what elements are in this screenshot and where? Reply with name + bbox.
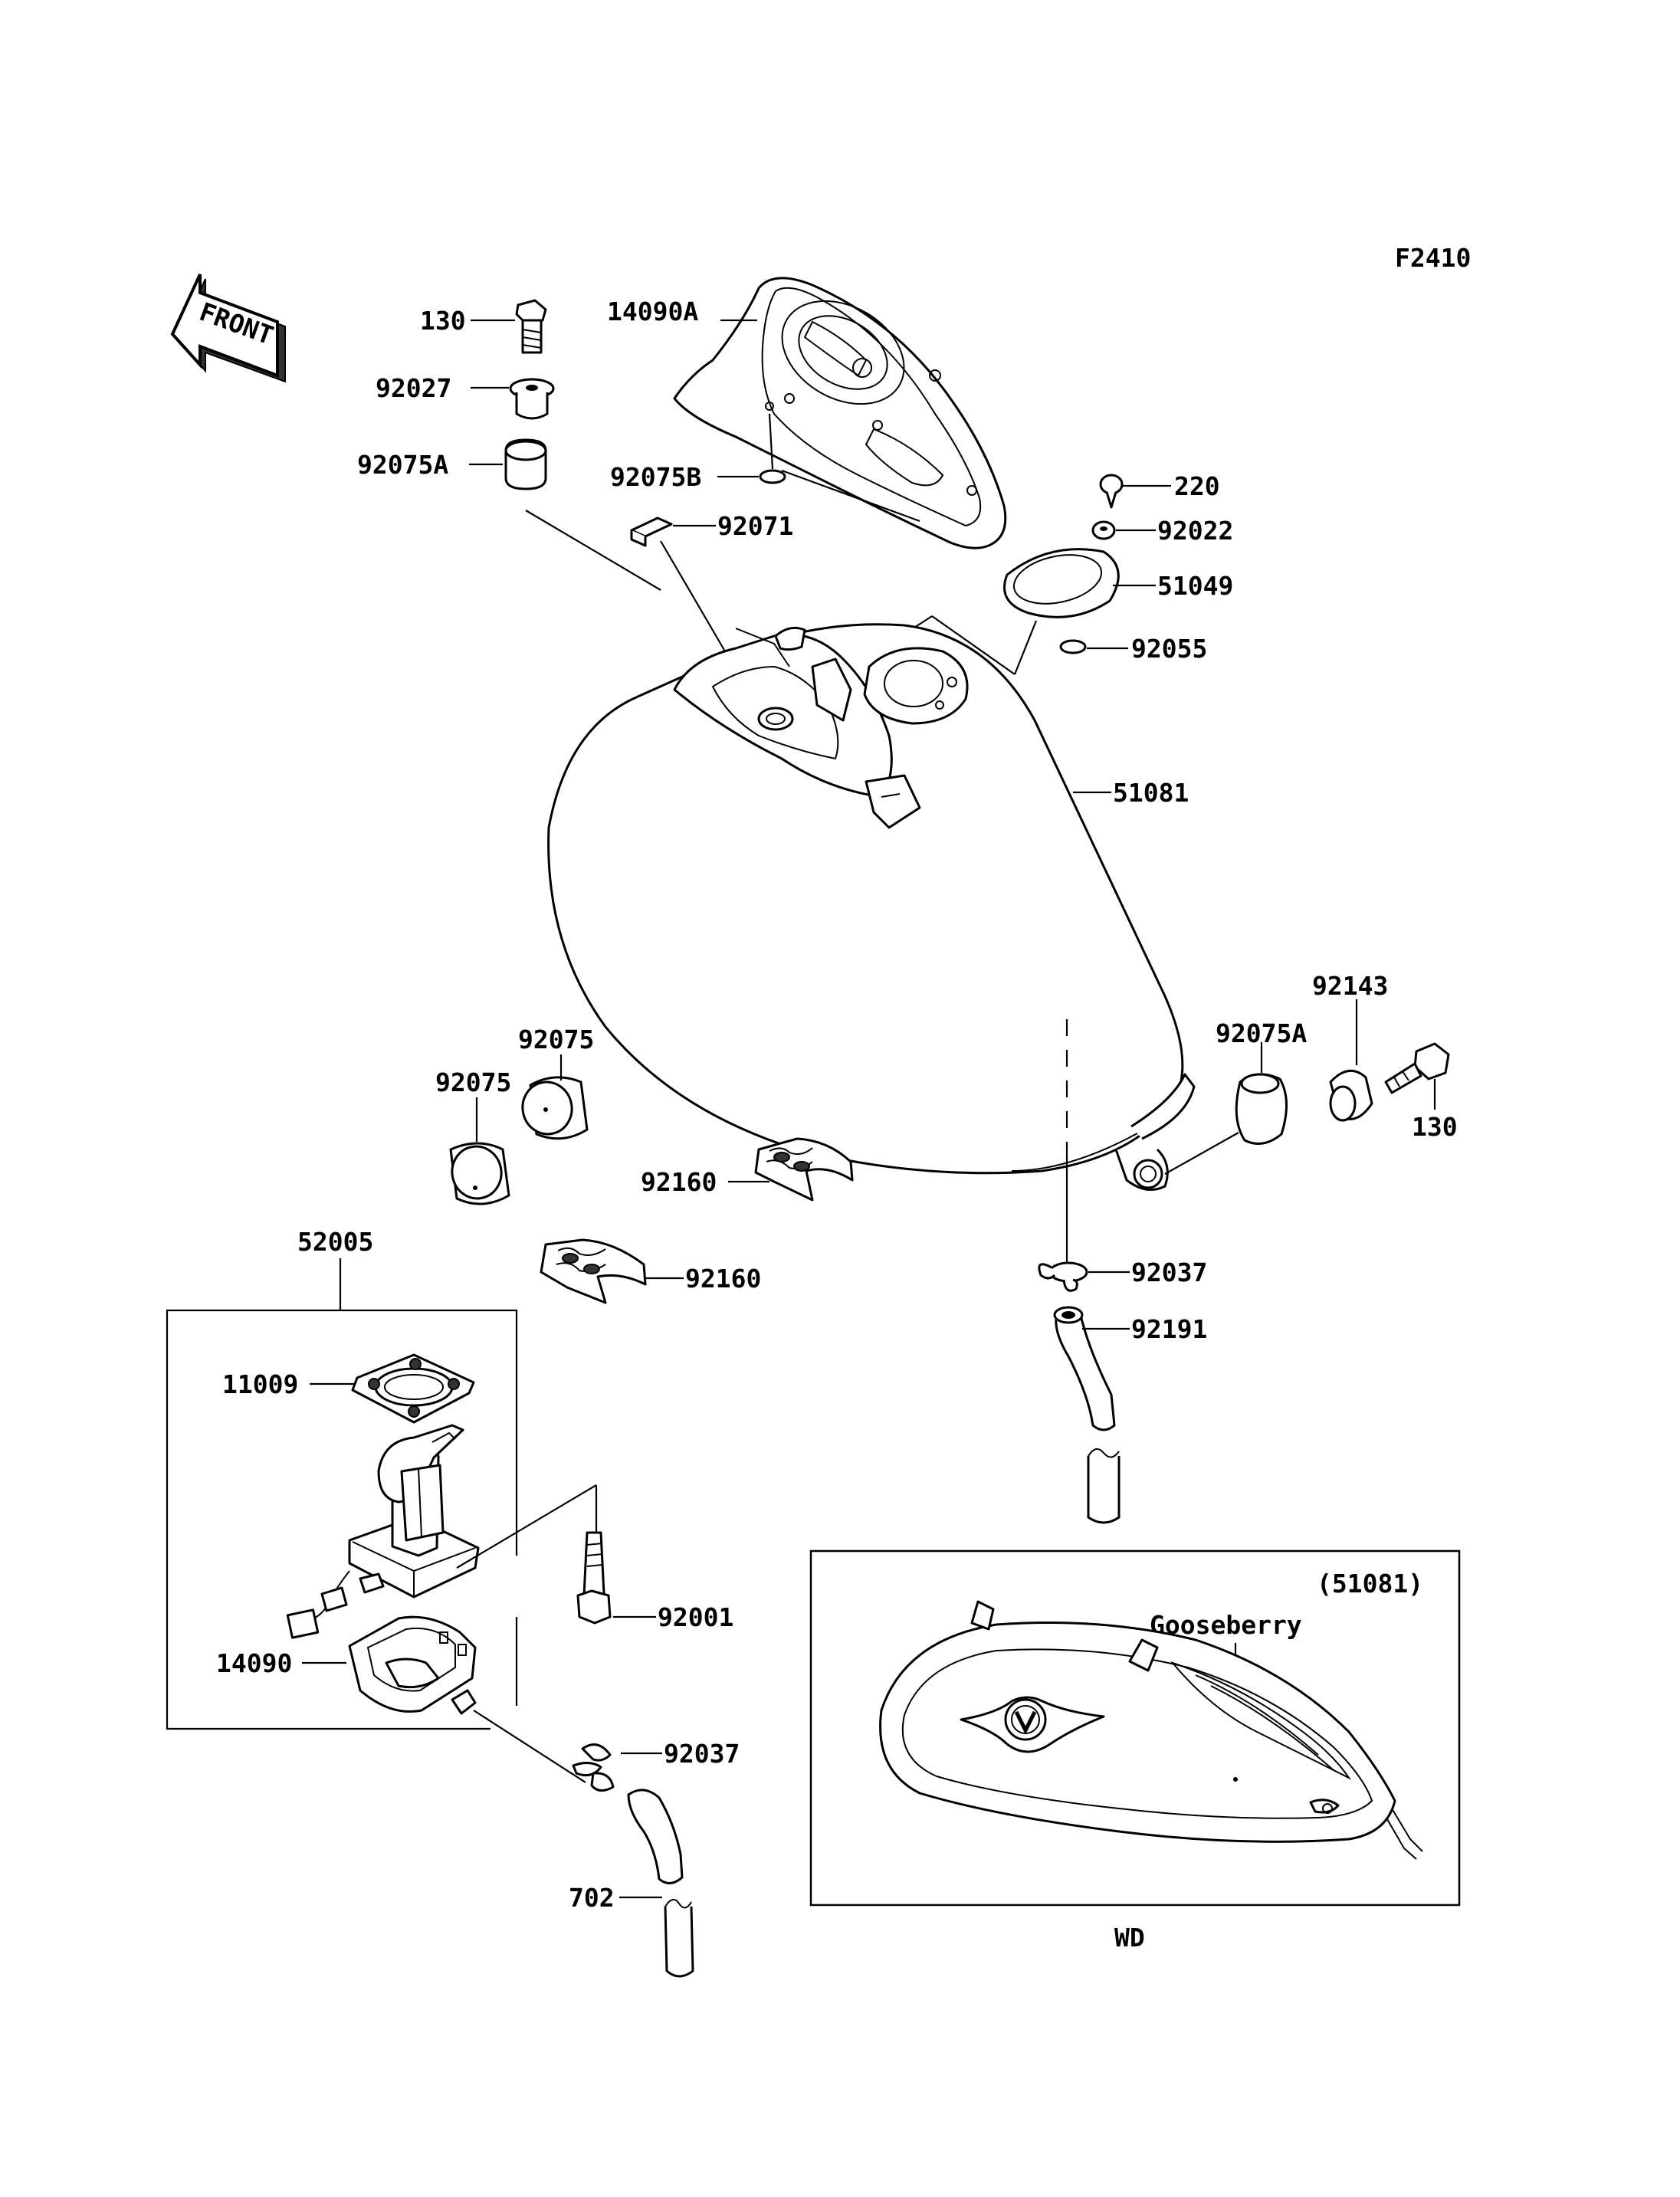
- bolt-130-right-icon: [1384, 1042, 1450, 1094]
- case-14090-icon: [348, 1615, 477, 1715]
- label-92037-right: 92037: [1131, 1258, 1207, 1287]
- label-92191: 92191: [1131, 1314, 1207, 1344]
- label-51049: 51049: [1157, 571, 1233, 601]
- label-14090: 14090: [216, 1648, 292, 1678]
- front-arrow-icon: FRONT: [170, 274, 286, 383]
- leader-92075A-top-to-tank: [525, 510, 661, 591]
- leader-92075A-right-to-tank: [1164, 1132, 1239, 1175]
- clamp-92037-right-icon: [1038, 1261, 1088, 1292]
- cover-14090A-icon: [673, 277, 1007, 549]
- leader-92001-to-pump: [456, 1484, 597, 1569]
- label-92075A-top: 92075A: [357, 450, 448, 480]
- screw-220-icon: [1099, 474, 1124, 509]
- label-92027: 92027: [376, 373, 451, 403]
- collar-92027-icon: [509, 378, 555, 420]
- cap-51049-icon: [1003, 548, 1120, 618]
- label-92071: 92071: [717, 511, 793, 541]
- label-51081: 51081: [1113, 778, 1189, 808]
- nut-92022-icon: [1091, 520, 1116, 540]
- fuel-tank-51081-icon: [547, 623, 1196, 1191]
- label-92055: 92055: [1131, 634, 1207, 664]
- fuel-pump-icon: [286, 1424, 480, 1639]
- pad-92160-b-icon: [540, 1238, 647, 1304]
- leader-92075B-up: [768, 413, 774, 470]
- collar-92143-icon: [1329, 1069, 1373, 1122]
- inset-tank-icon: [879, 1600, 1423, 1860]
- oring-92055-icon: [1059, 639, 1087, 654]
- label-92160-a: 92160: [641, 1167, 717, 1197]
- damper-92075A-right-icon: [1235, 1073, 1288, 1145]
- leader-case-to-clamp: [473, 1710, 586, 1783]
- pad-92160-a-icon: [754, 1137, 854, 1202]
- label-130-top: 130: [420, 306, 466, 336]
- label-130-right: 130: [1412, 1112, 1458, 1142]
- leader-51049-to-tank: [1013, 620, 1038, 675]
- damper-92075-b-icon: [521, 1076, 589, 1140]
- damper-92075A-top-icon: [504, 438, 547, 490]
- figure-code: F2410: [1395, 243, 1471, 273]
- bolt-130-icon: [515, 299, 547, 354]
- hose-702-icon: [627, 1789, 694, 1978]
- label-92037-bottom: 92037: [664, 1739, 740, 1769]
- washer-92075B-icon: [759, 469, 786, 484]
- label-92075-a: 92075: [435, 1067, 511, 1097]
- label-92075B: 92075B: [610, 462, 701, 492]
- label-14090A: 14090A: [607, 297, 698, 326]
- label-702: 702: [569, 1883, 615, 1913]
- damper-92075-a-icon: [449, 1142, 510, 1205]
- label-92022: 92022: [1157, 516, 1233, 546]
- bolt-92001-icon: [576, 1531, 612, 1625]
- assembly-bracket-52005: [166, 1309, 518, 1730]
- inset-ref: (51081): [1317, 1569, 1423, 1599]
- leader-51049-bend: [931, 615, 1016, 675]
- label-11009: 11009: [222, 1369, 298, 1399]
- hose-92191-icon: [1053, 1306, 1121, 1524]
- label-220: 220: [1174, 471, 1220, 501]
- label-92143: 92143: [1312, 971, 1388, 1001]
- inset-model: WD: [1114, 1923, 1145, 1953]
- clip-92071-icon: [630, 516, 673, 547]
- label-92160-b: 92160: [685, 1264, 761, 1294]
- label-92075-b: 92075: [518, 1025, 594, 1054]
- label-92075A-right: 92075A: [1216, 1018, 1307, 1048]
- label-52005: 52005: [297, 1227, 373, 1257]
- leader-92075B-to-cover: [781, 469, 920, 523]
- clamp-92037-bottom-icon: [572, 1743, 615, 1792]
- label-92001: 92001: [658, 1602, 733, 1632]
- leader-92071-to-tank: [660, 540, 726, 652]
- inset-frame: [809, 1549, 1461, 1907]
- gasket-11009-icon: [351, 1353, 475, 1424]
